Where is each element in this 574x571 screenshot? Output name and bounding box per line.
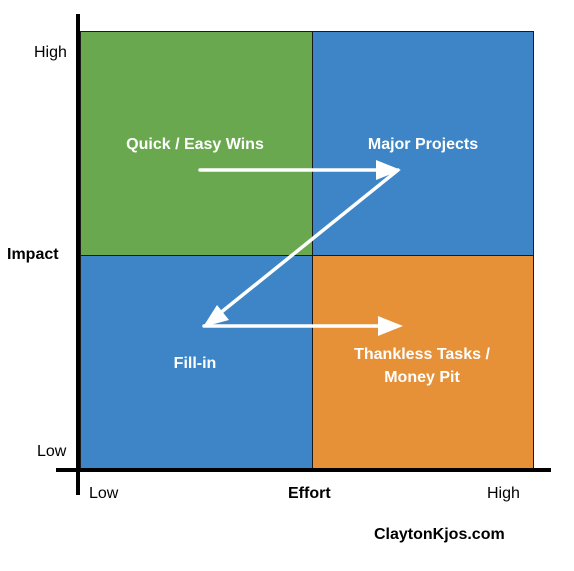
quadrant-quick-easy-wins bbox=[80, 31, 313, 256]
arrowhead-down-left bbox=[203, 305, 229, 327]
y-axis-high-label: High bbox=[34, 44, 67, 61]
x-axis-low-label: Low bbox=[89, 485, 119, 502]
y-axis-line bbox=[76, 14, 80, 495]
x-axis-high-label: High bbox=[487, 485, 520, 502]
label-fill-in: Fill-in bbox=[173, 355, 217, 372]
x-axis-line bbox=[56, 468, 551, 472]
y-axis-low-label: Low bbox=[37, 443, 67, 460]
x-axis-title: Effort bbox=[288, 485, 331, 502]
arrowhead-right-upper bbox=[376, 160, 401, 180]
site-credit: ClaytonKjos.com bbox=[374, 526, 505, 543]
label-quick-easy-wins: Quick / Easy Wins bbox=[126, 136, 264, 153]
arrow-projects-to-fillin bbox=[212, 168, 400, 320]
quadrant-major-projects bbox=[312, 31, 534, 256]
label-thankless-line2: Money Pit bbox=[384, 369, 460, 386]
label-thankless-line1: Thankless Tasks / bbox=[354, 346, 490, 363]
label-major-projects: Major Projects bbox=[367, 136, 479, 153]
y-axis-title: Impact bbox=[7, 246, 59, 263]
quadrant-thankless-tasks bbox=[312, 255, 534, 470]
arrowhead-right-lower bbox=[378, 316, 403, 336]
label-thankless-tasks: Thankless Tasks / Money Pit bbox=[322, 343, 522, 389]
